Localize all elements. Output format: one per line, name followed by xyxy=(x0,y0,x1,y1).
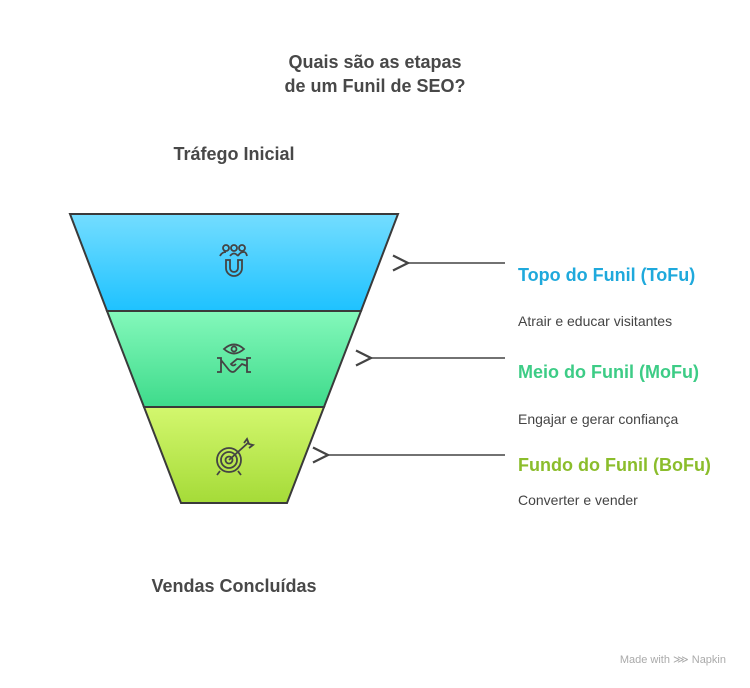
napkin-credit[interactable]: Made with ⋙ Napkin xyxy=(620,653,726,666)
target-arrow-icon xyxy=(216,437,256,476)
funnel-bottom-label: Vendas Concluídas xyxy=(151,576,317,596)
napkin-logo-icon: ⋙ xyxy=(673,654,689,666)
stage-desc-mofu: Engajar e gerar confiança xyxy=(518,411,679,427)
funnel-stage-tofu xyxy=(68,213,400,312)
stage-title-tofu: Topo do Funil (ToFu) xyxy=(518,265,696,285)
made-with-text: Made with xyxy=(619,654,670,666)
diagram-title: Quais são as etapas de um Funil de SEO? xyxy=(200,50,550,98)
stage-title-mofu: Meio do Funil (MoFu) xyxy=(518,362,699,382)
title-line-1: Quais são as etapas xyxy=(288,52,462,72)
stage-desc-tofu: Atrair e educar visitantes xyxy=(518,313,673,329)
stage-desc-bofu: Converter e vender xyxy=(518,492,638,508)
magnet-people-icon xyxy=(219,244,248,277)
stage-title-bofu: Fundo do Funil (BoFu) xyxy=(518,455,711,475)
funnel-top-label: Tráfego Inicial xyxy=(173,144,295,164)
funnel-stage-mofu xyxy=(105,310,363,408)
napkin-brand: Napkin xyxy=(691,654,726,666)
eye-handshake-icon xyxy=(217,343,251,373)
title-line-2: de um Funil de SEO? xyxy=(284,76,466,96)
